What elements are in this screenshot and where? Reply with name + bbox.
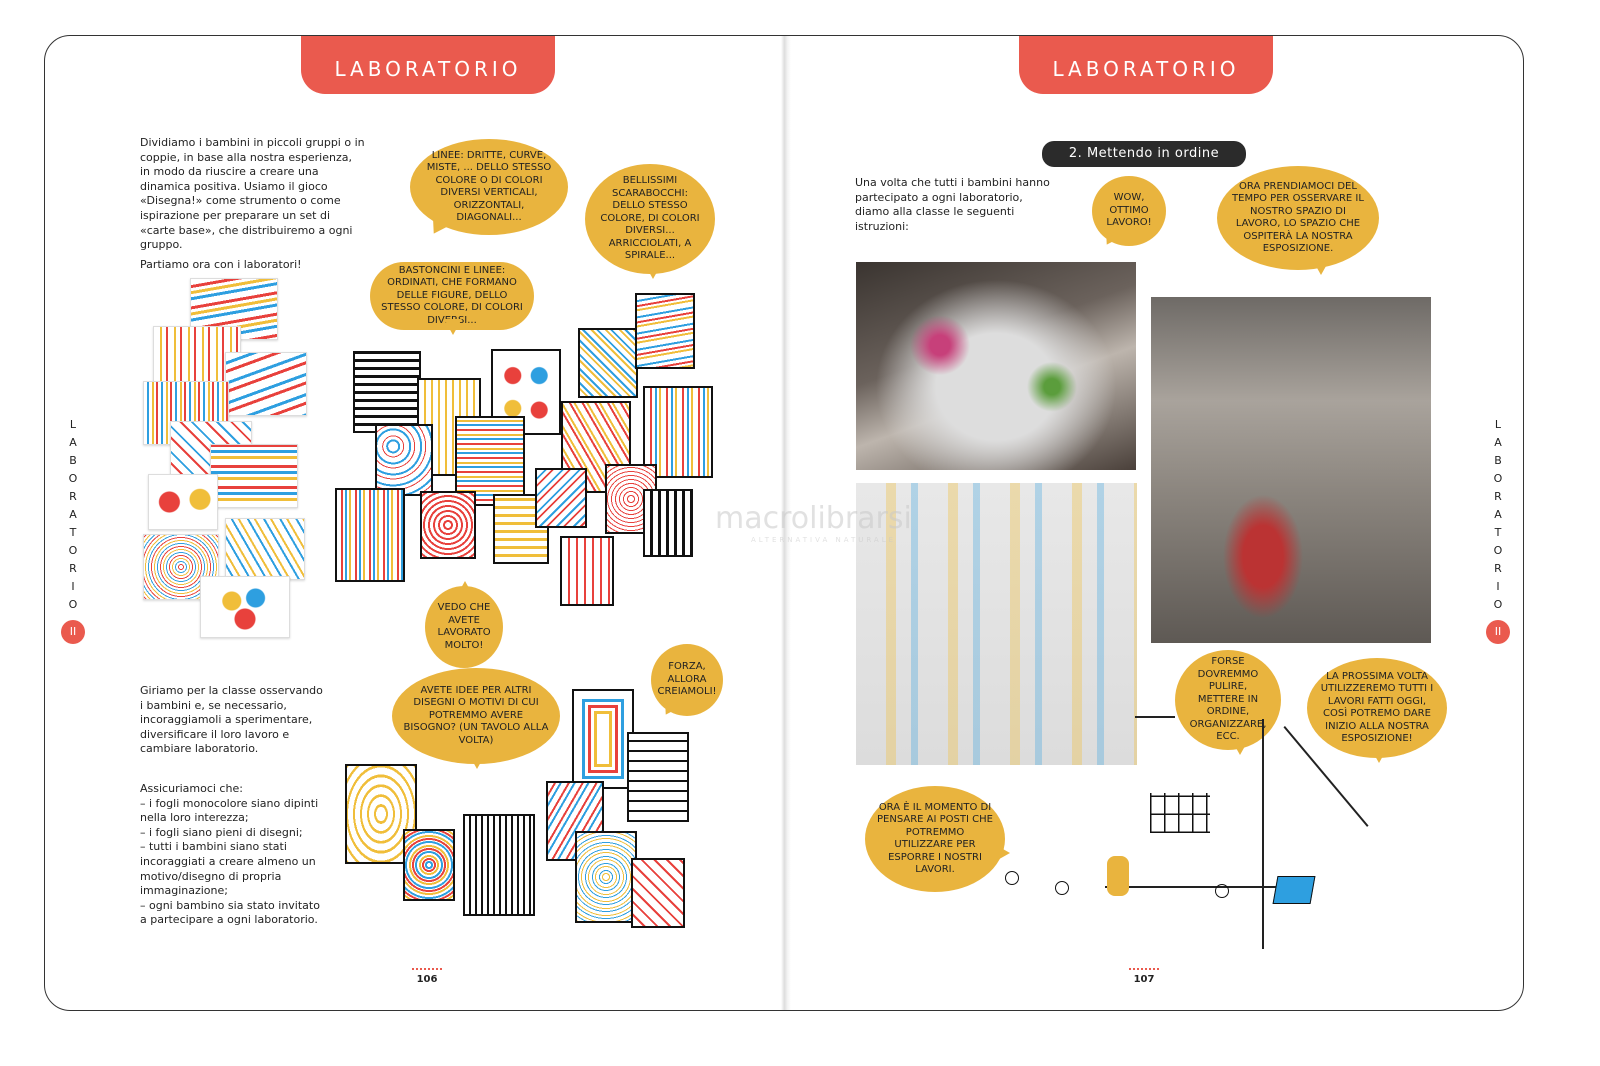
header-tab-left: LABORATORIO xyxy=(301,36,555,94)
speech-bubble-forse: Forse dovremmo pulire, mettere in ordine… xyxy=(1175,650,1281,755)
checklist-title: Assicuriamoci che: xyxy=(140,782,243,795)
checklist-item: – i fogli monocolore siano dipinti nella… xyxy=(140,796,319,825)
base-card xyxy=(200,576,290,638)
chapter-badge: II xyxy=(1486,620,1510,644)
checklist-item: – tutti i bambini siano stati incoraggia… xyxy=(140,840,316,898)
base-card xyxy=(225,518,305,580)
base-card xyxy=(148,474,218,530)
speech-bubble-forza: Forza, allora creiamoli! xyxy=(651,644,723,716)
speech-bubble-prossima: La prossima volta utilizzeremo tutti i l… xyxy=(1307,658,1447,763)
sketch-pillar xyxy=(1262,719,1264,949)
speech-bubble-scarabocchi: Bellissimi scarabocchi: dello stesso col… xyxy=(585,164,715,279)
speech-bubble-wow: Wow, ottimo lavoro! xyxy=(1092,176,1166,246)
intro-paragraph: Dividiamo i bambini in piccoli gruppi o … xyxy=(140,136,365,252)
header-tab-right: LABORATORIO xyxy=(1019,36,1273,94)
section-title: 2. Mettendo in ordine xyxy=(1042,141,1246,167)
sketch-line xyxy=(1135,716,1175,718)
sketch-person xyxy=(1005,871,1019,885)
drawing-stripes xyxy=(353,351,421,433)
drawing-dashes xyxy=(643,386,713,478)
drawing-waves xyxy=(635,293,695,369)
side-label-text: LABORATORIO xyxy=(68,418,78,611)
speech-bubble-ora-momento: Ora è il momento di pensare ai posti che… xyxy=(865,786,1010,892)
speech-bubble-ora-tempo: Ora prendiamoci del tempo per osservare … xyxy=(1217,166,1379,275)
sketch-blue-table xyxy=(1272,876,1316,904)
middle-paragraph: Giriamo per la classe osservando i bambi… xyxy=(140,684,323,756)
drawing-zigzag xyxy=(535,468,587,528)
checklist-item: – ogni bambino sia stato invitato a part… xyxy=(140,898,320,927)
drawing-vertical-lines xyxy=(335,488,405,582)
drawing-spiral xyxy=(403,829,455,901)
side-label-left: LABORATORIO II xyxy=(61,416,85,644)
right-intro: Una volta che tutti i bambini hanno part… xyxy=(855,176,1050,233)
drawing-red-scribble xyxy=(420,491,476,559)
speech-bubble-linee: Linee: dritte, curve, miste, ... dello s… xyxy=(410,139,568,235)
drawing-plaid xyxy=(560,536,614,606)
side-label-right: LABORATORIO II xyxy=(1486,416,1510,644)
side-label-text: LABORATORIO xyxy=(1493,418,1503,611)
page-number-right: 107 xyxy=(1124,968,1164,985)
intro-paragraph: Partiamo ora con i laboratori! xyxy=(140,257,302,271)
checklist-item: – i fogli siano pieni di disegni; xyxy=(140,825,303,839)
book-spread: LABORATORIO Dividiamo i bambini in picco… xyxy=(44,35,1524,1011)
drawing-black-lines xyxy=(643,489,693,557)
drawing-crossing-lines xyxy=(631,858,685,928)
page-number-left: 106 xyxy=(407,968,447,985)
photo-wall-display xyxy=(856,483,1137,765)
speech-bubble-vedo: Vedo che avete lavorato molto! xyxy=(425,581,503,668)
watermark-subtext: ALTERNATIVA NATURALE xyxy=(751,536,897,544)
watermark: macrolibrarsi ALTERNATIVA NATURALE xyxy=(715,501,912,544)
drawing-zigzag-black xyxy=(627,732,689,822)
drawing-swirls xyxy=(375,424,433,496)
drawing-loops-color xyxy=(575,831,637,923)
watermark-text: macrolibrarsi xyxy=(715,501,912,536)
speech-bubble-bastoncini: Bastoncini e linee: ordinati, che forman… xyxy=(370,262,534,335)
intro-text: Dividiamo i bambini in piccoli gruppi o … xyxy=(140,136,365,277)
drawing-yellow-stripes xyxy=(493,494,549,564)
drawing-dashes-black xyxy=(463,814,535,916)
sketch-chair xyxy=(1107,856,1129,896)
sketch-person xyxy=(1215,884,1229,898)
drawing-crosshatch xyxy=(578,328,638,398)
drawing-tunnel xyxy=(572,689,634,789)
book-spine xyxy=(781,36,791,1010)
base-card xyxy=(225,352,307,416)
sketch-person xyxy=(1055,881,1069,895)
speech-bubble-idee: Avete idee per altri disegni o motivi di… xyxy=(392,668,560,769)
checklist: Assicuriamoci che: – i fogli monocolore … xyxy=(140,782,320,928)
sketch-frames xyxy=(1150,793,1210,833)
sketch-table xyxy=(1105,886,1305,888)
base-card xyxy=(210,444,298,508)
photo-workspace-room xyxy=(1151,297,1431,643)
photo-messy-tables xyxy=(856,262,1136,470)
chapter-badge: II xyxy=(61,620,85,644)
